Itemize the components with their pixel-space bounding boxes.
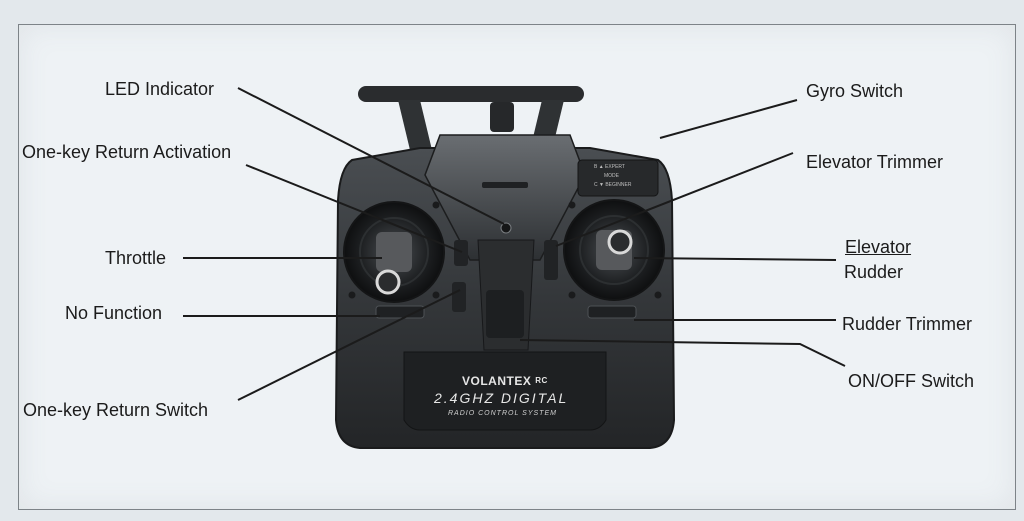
leader-led-indicator (237, 87, 505, 225)
mode-line-1: B ▲ EXPERT (594, 164, 625, 170)
leader-on-off-switch (519, 339, 846, 367)
label-one-key-return-switch: One-key Return Switch (23, 400, 209, 420)
brand-logo: VOLANTEX RC (462, 371, 548, 391)
brand-name: VOLANTEX (462, 374, 532, 388)
left-stick (343, 201, 445, 303)
leader-elevator-trimmer (555, 152, 794, 247)
mode-line-3: C ▼ BEGINNER (594, 182, 632, 188)
leader-one-key-return-switch (237, 289, 461, 401)
right-stick (563, 199, 665, 301)
leader-one-key-return-activation (245, 164, 463, 253)
label-elevator-trimmer: Elevator Trimmer (806, 152, 944, 172)
frequency-text: 2.4GHZ DIGITAL (434, 390, 569, 406)
label-on-off-switch: ON/OFF Switch (848, 371, 975, 391)
label-rudder: Rudder (844, 262, 904, 282)
brand-suffix: RC (535, 376, 548, 385)
label-led-indicator: LED Indicator (105, 79, 215, 99)
system-text: RADIO CONTROL SYSTEM (448, 410, 557, 417)
label-one-key-return-activation: One-key Return Activation (22, 142, 232, 162)
label-no-function: No Function (65, 303, 163, 323)
leader-gyro-switch (659, 99, 798, 139)
label-gyro-switch: Gyro Switch (806, 81, 904, 101)
label-elevator: Elevator (845, 237, 912, 257)
label-rudder-trimmer: Rudder Trimmer (842, 314, 973, 334)
front-badge (403, 351, 607, 431)
label-throttle: Throttle (105, 248, 167, 268)
leader-lines (183, 87, 846, 401)
mode-line-2: MODE (604, 173, 619, 179)
leader-elevator-rudder (633, 257, 837, 261)
